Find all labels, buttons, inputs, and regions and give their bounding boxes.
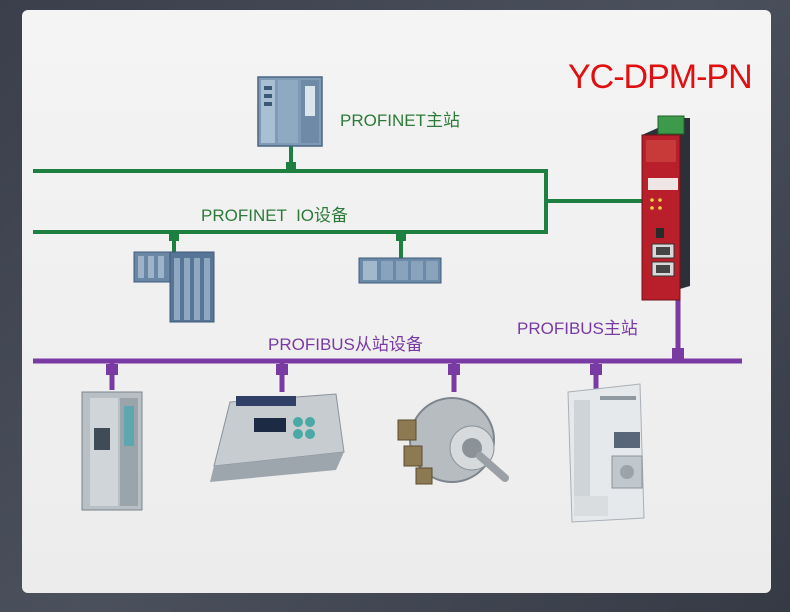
profinet-io1-tap	[169, 232, 179, 241]
profibus-slaves-label: PROFIBUS从站设备	[268, 335, 423, 354]
profibus-slave1-tap	[106, 364, 118, 375]
profibus-slave-io-module-image	[81, 391, 143, 511]
profinet-io-device-1-image	[133, 251, 215, 323]
gateway-device-image	[641, 115, 690, 301]
profibus-slave-rotary-encoder-image	[397, 397, 509, 485]
profinet-io-device-2-image	[358, 257, 442, 284]
diagram-panel	[22, 10, 771, 593]
profibus-slave-weighing-indicator-image	[210, 393, 345, 482]
profibus-slave4-tap	[590, 364, 602, 375]
profibus-master-label: PROFIBUS主站	[517, 319, 638, 338]
profibus-slave-inverter-image	[567, 383, 645, 523]
profinet-master-label: PROFINET主站	[340, 111, 460, 130]
profibus-master-tap	[672, 348, 684, 360]
profinet-io-label: PROFINET IO设备	[201, 206, 349, 225]
profibus-slave2-tap	[276, 364, 288, 375]
profinet-master-plc-image	[257, 76, 323, 147]
device-model-title: YC-DPM-PN	[568, 58, 753, 96]
profibus-slave3-tap	[448, 364, 460, 375]
profinet-io2-tap	[396, 232, 406, 241]
profinet-master-tap	[286, 162, 296, 172]
